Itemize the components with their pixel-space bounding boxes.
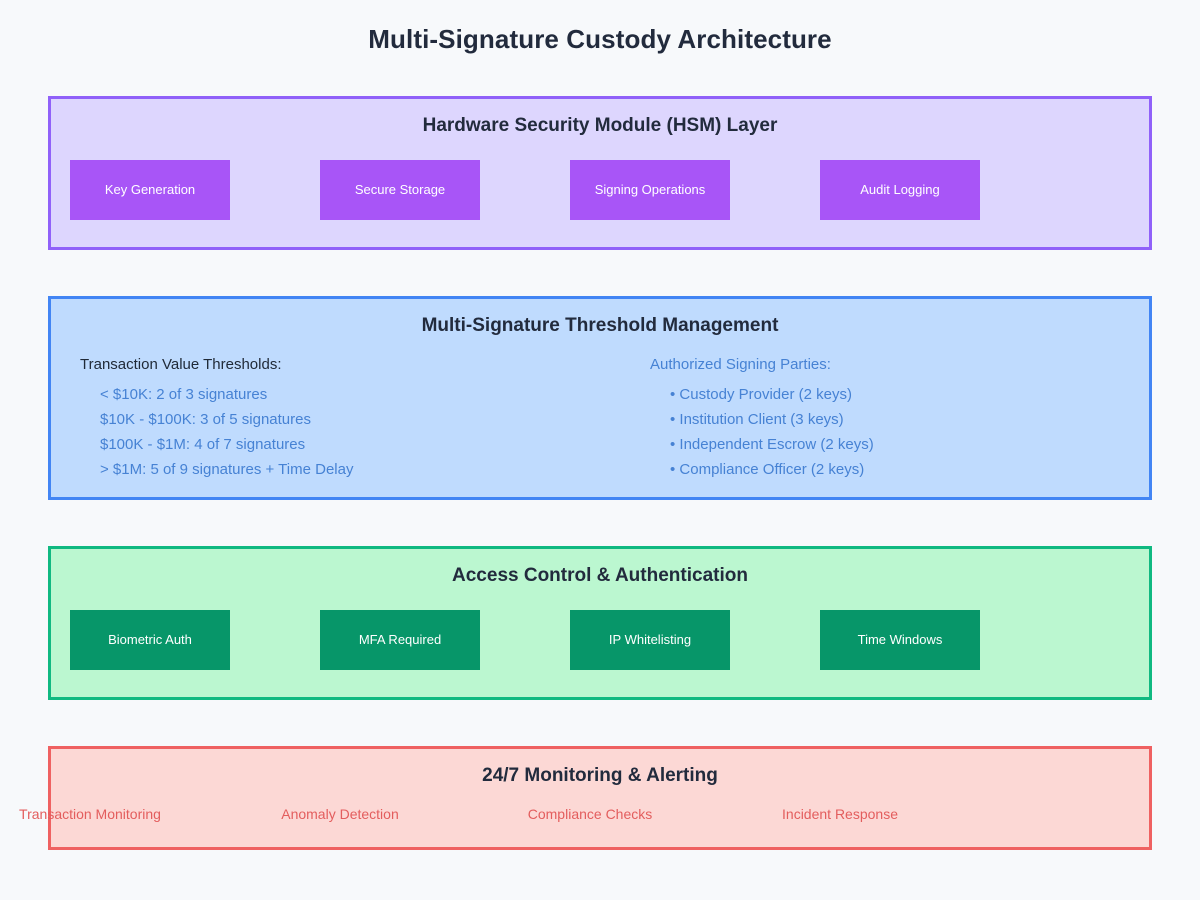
- signing-party-item: • Institution Client (3 keys): [670, 411, 844, 428]
- layer-title-access-control: Access Control & Authentication: [452, 565, 748, 586]
- signing-party-item: • Custody Provider (2 keys): [670, 386, 852, 403]
- threshold-item: $10K - $100K: 3 of 5 signatures: [100, 411, 311, 428]
- layer-panel-threshold: Multi-Signature Threshold Management: [48, 296, 1152, 500]
- threshold-left-heading: Transaction Value Thresholds:: [80, 356, 282, 373]
- layer-title-monitoring: 24/7 Monitoring & Alerting: [482, 765, 718, 786]
- threshold-item: > $1M: 5 of 9 signatures + Time Delay: [100, 461, 354, 478]
- layer-title-hsm: Hardware Security Module (HSM) Layer: [422, 115, 778, 136]
- signing-party-item: • Independent Escrow (2 keys): [670, 436, 874, 453]
- monitoring-label-anomaly-detection: Anomaly Detection: [281, 806, 399, 822]
- component-box-mfa-required[interactable]: MFA Required: [320, 610, 480, 670]
- threshold-item: < $10K: 2 of 3 signatures: [100, 386, 268, 403]
- threshold-item: $100K - $1M: 4 of 7 signatures: [100, 436, 306, 453]
- monitoring-label-incident-response: Incident Response: [782, 806, 898, 822]
- layer-panel-monitoring: 24/7 Monitoring & Alerting: [48, 746, 1152, 850]
- component-box-audit-logging[interactable]: Audit Logging: [820, 160, 980, 220]
- signing-party-item: • Compliance Officer (2 keys): [670, 461, 865, 478]
- component-box-secure-storage[interactable]: Secure Storage: [320, 160, 480, 220]
- component-box-key-generation[interactable]: Key Generation: [70, 160, 230, 220]
- page-title: Multi-Signature Custody Architecture: [368, 24, 832, 54]
- layer-title-threshold: Multi-Signature Threshold Management: [421, 315, 779, 336]
- monitoring-label-compliance-checks: Compliance Checks: [527, 806, 653, 822]
- component-box-biometric-auth[interactable]: Biometric Auth: [70, 610, 230, 670]
- component-box-signing-operations[interactable]: Signing Operations: [570, 160, 730, 220]
- signing-parties-heading: Authorized Signing Parties:: [650, 356, 831, 373]
- component-box-time-windows[interactable]: Time Windows: [820, 610, 980, 670]
- monitoring-label-transaction-monitoring: Transaction Monitoring: [19, 806, 161, 822]
- component-box-ip-whitelisting[interactable]: IP Whitelisting: [570, 610, 730, 670]
